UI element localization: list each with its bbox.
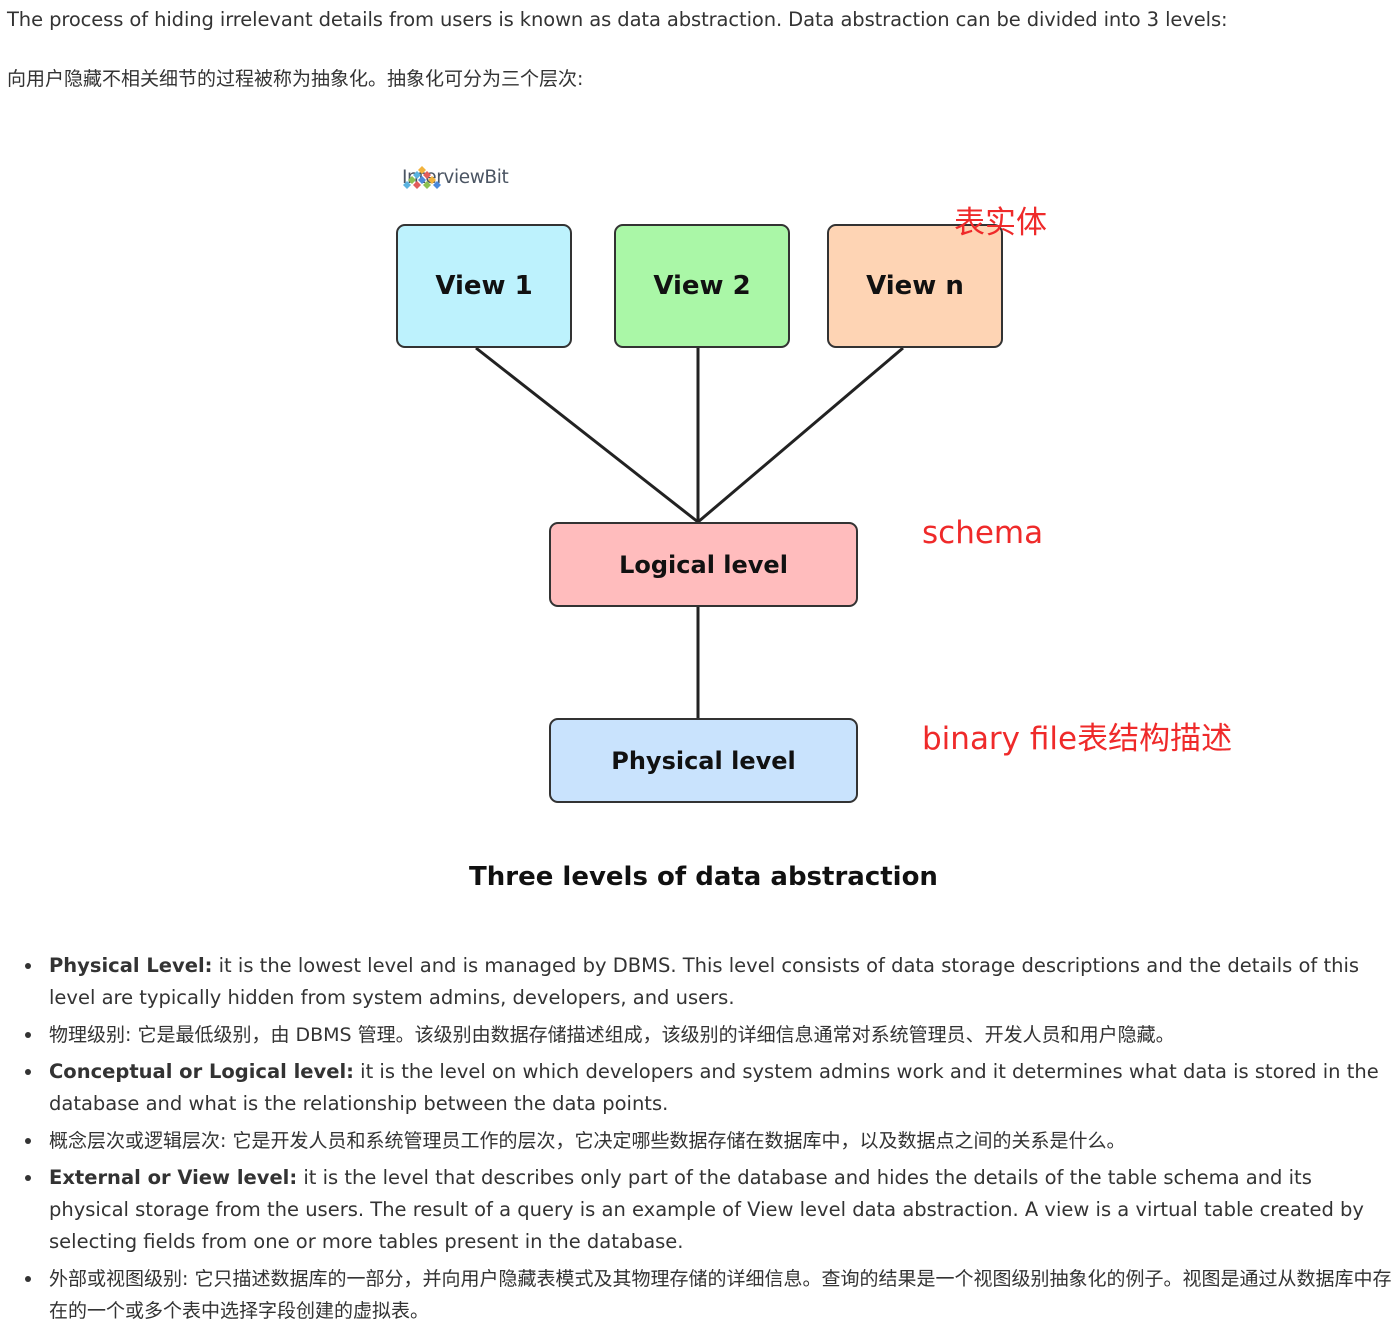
view-2-box: View 2 (614, 224, 790, 348)
connector-lines (475, 346, 904, 718)
annotation-binary-file: binary file表结构描述 (922, 721, 1233, 757)
text-logical-zh: 概念层次或逻辑层次: 它是开发人员和系统管理员工作的层次，它决定哪些数据存储在数… (49, 1130, 1126, 1152)
abstraction-diagram: InterviewBit View 1 View 2 View n Logica… (0, 140, 1399, 920)
intro-chinese: 向用户隐藏不相关细节的过程被称为抽象化。抽象化可分为三个层次: (7, 68, 584, 90)
text-physical: it is the lowest level and is managed by… (49, 954, 1360, 1009)
logical-level-box: Logical level (549, 522, 858, 607)
connector-view1-logical (475, 346, 699, 524)
view-n-box: View n (827, 224, 1003, 348)
text-physical-zh: 物理级别: 它是最低级别，由 DBMS 管理。该级别由数据存储描述组成，该级别的… (49, 1024, 1175, 1046)
logo-text: InterviewBit (402, 166, 509, 188)
list-item-logical-zh: 概念层次或逻辑层次: 它是开发人员和系统管理员工作的层次，它决定哪些数据存储在数… (25, 1125, 1394, 1157)
view-1-box: View 1 (396, 224, 572, 348)
list-item-physical: Physical Level: it is the lowest level a… (25, 950, 1394, 1014)
logical-level-label: Logical level (619, 550, 788, 579)
view-2-label: View 2 (653, 271, 751, 301)
list-item-logical: Conceptual or Logical level: it is the l… (25, 1056, 1394, 1120)
physical-level-box: Physical level (549, 718, 858, 803)
list-item-physical-zh: 物理级别: 它是最低级别，由 DBMS 管理。该级别由数据存储描述组成，该级别的… (25, 1019, 1394, 1051)
interviewbit-logo: InterviewBit (400, 164, 509, 190)
diagram-caption: Three levels of data abstraction (469, 862, 938, 892)
annotation-table-entity: 表实体 (954, 205, 1047, 241)
list-item-view-zh: 外部或视图级别: 它只描述数据库的一部分，并向用户隐藏表模式及其物理存储的详细信… (25, 1263, 1394, 1327)
levels-list: Physical Level: it is the lowest level a… (0, 950, 1394, 1332)
pyramid-logo-icon (403, 166, 441, 189)
term-physical: Physical Level: (49, 954, 213, 977)
physical-level-label: Physical level (611, 746, 796, 775)
list-item-view: External or View level: it is the level … (25, 1162, 1394, 1258)
connector-viewn-logical (697, 346, 904, 524)
intro-english: The process of hiding irrelevant details… (7, 8, 1228, 31)
view-n-label: View n (866, 271, 964, 301)
term-logical: Conceptual or Logical level: (49, 1060, 354, 1083)
text-logical: it is the level on which developers and … (49, 1060, 1379, 1115)
view-1-label: View 1 (435, 271, 533, 301)
text-view-zh: 外部或视图级别: 它只描述数据库的一部分，并向用户隐藏表模式及其物理存储的详细信… (49, 1268, 1392, 1322)
term-view: External or View level: (49, 1166, 298, 1189)
annotation-schema: schema (922, 515, 1044, 551)
text-view: it is the level that describes only part… (49, 1166, 1364, 1253)
